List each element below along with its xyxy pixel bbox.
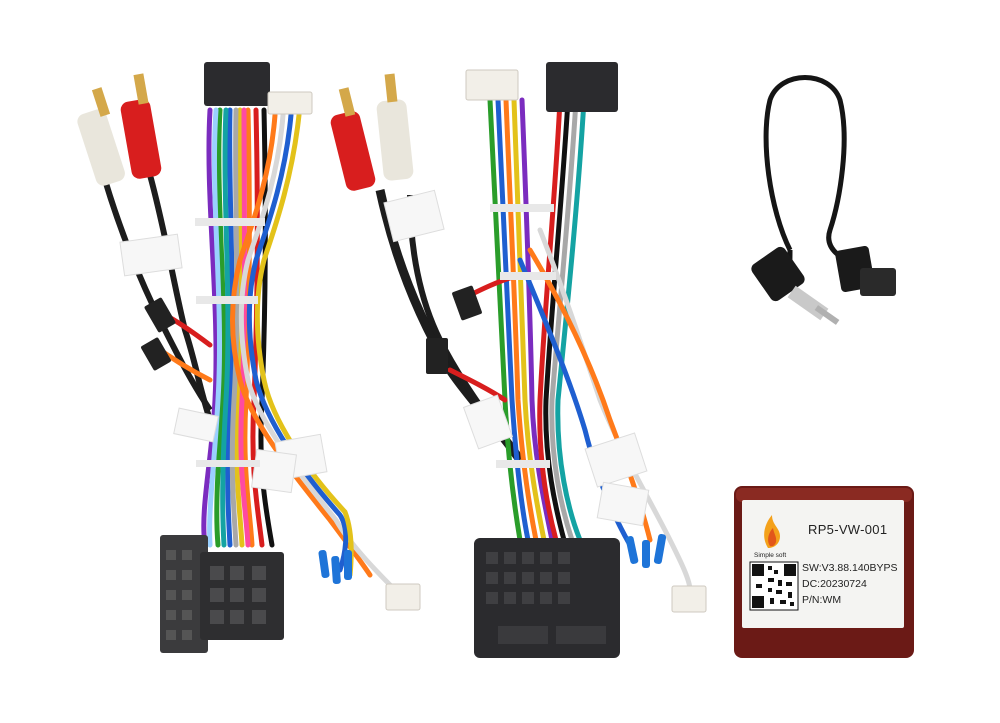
rca-aux-harness-left [77, 62, 421, 653]
module-model-text: RP5-VW-001 [808, 522, 888, 537]
module-sw-text: SW:V3.88.140BYPS [802, 562, 898, 574]
antenna-adapter-cable [751, 75, 896, 325]
module-label: RP5-VW-001 Simple soft SW:V3.88.140BYPS … [742, 500, 904, 628]
quadlock-harness-center [330, 62, 707, 658]
module-dc-text: DC:20230724 [802, 578, 867, 590]
canbus-decoder-module [734, 486, 914, 658]
module-brand-text: Simple soft [754, 552, 787, 559]
module-pn-text: P/N:WM [802, 594, 842, 606]
